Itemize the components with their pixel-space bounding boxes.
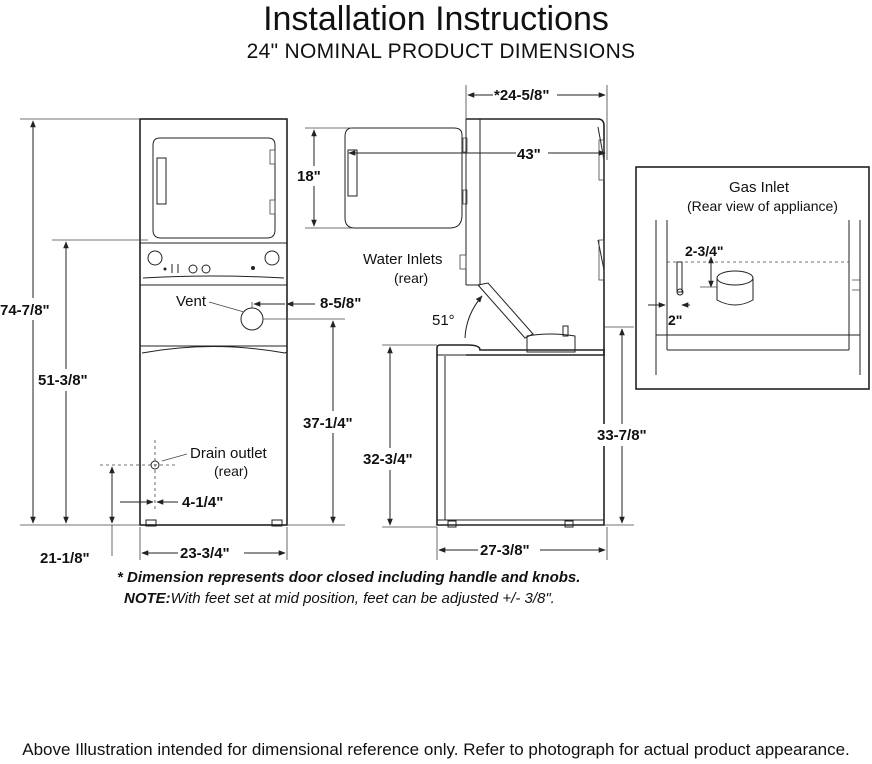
water-inlets-sub-label: (rear) <box>394 270 428 286</box>
water-inlets-label: Water Inlets <box>363 251 442 268</box>
open-dryer-door <box>344 127 463 229</box>
page-subtitle: 24" NOMINAL PRODUCT DIMENSIONS <box>246 40 636 63</box>
dim-overall-height: 74-7/8" <box>0 302 50 319</box>
feet-note: NOTE:With feet set at mid position, feet… <box>124 590 555 607</box>
page-title: Installation Instructions <box>263 0 609 38</box>
feet-note-label: NOTE: <box>124 590 171 607</box>
dim-door-open-depth: 43" <box>517 146 541 163</box>
dim-width: 23-3/4" <box>180 545 230 562</box>
vent-label: Vent <box>176 293 207 310</box>
front-view: 74-7/8" 51-3/8" Vent 8-5/8" 37-1/4" Drai… <box>0 118 366 567</box>
dim-drain-offset: 4-1/4" <box>182 494 223 511</box>
dim-depth-door-closed: *24-5/8" <box>494 87 549 104</box>
dim-vent-height: 37-1/4" <box>303 415 353 432</box>
dryer-door-handle <box>156 157 167 205</box>
gas-inlet-title: Gas Inlet <box>729 179 790 196</box>
front-cabinet-outline <box>139 118 288 526</box>
side-view: 18" *24-5/8" 43" Water Inlets (rea <box>296 85 658 560</box>
feet-note-text: With feet set at mid position, feet can … <box>170 590 555 607</box>
dim-gas-vertical: 2-3/4" <box>685 243 724 259</box>
side-cabinet-lower <box>436 344 605 526</box>
open-washer-lid <box>477 282 534 339</box>
drain-sub-label: (rear) <box>214 463 248 479</box>
dryer-door <box>152 137 276 239</box>
washer-lid <box>140 345 288 354</box>
gas-inlet-frame <box>635 166 870 390</box>
dim-dryer-door-height: 18" <box>297 168 321 185</box>
gas-inlet-inset: Gas Inlet (Rear view of appliance) 2-3/4… <box>635 166 870 390</box>
footer-disclaimer: Above Illustration intended for dimensio… <box>22 740 850 759</box>
dim-gas-horizontal: 2" <box>668 312 682 328</box>
dim-door-angle: 51° <box>432 312 455 329</box>
dim-drain-height: 21-1/8" <box>40 550 90 567</box>
dryer-knob-left <box>147 250 163 266</box>
gas-inlet-subtitle: (Rear view of appliance) <box>687 198 838 214</box>
door-closed-note: * Dimension represents door closed inclu… <box>117 569 581 586</box>
dim-control-height: 51-3/8" <box>38 372 88 389</box>
dim-vent-offset: 8-5/8" <box>320 295 361 312</box>
drain-label: Drain outlet <box>190 445 268 462</box>
gas-pipe <box>716 278 754 306</box>
dryer-knob-right <box>264 250 280 266</box>
vent-outlet <box>240 307 264 331</box>
dim-washer-top-height: 32-3/4" <box>363 451 413 468</box>
dim-lower-depth: 27-3/8" <box>480 542 530 559</box>
dim-rear-height: 33-7/8" <box>597 427 647 444</box>
side-cabinet-upper <box>466 118 605 356</box>
